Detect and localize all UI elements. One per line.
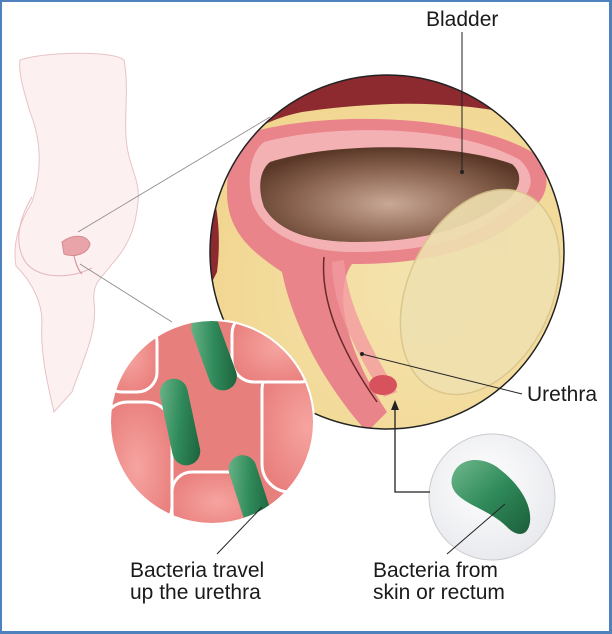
- label-urethra: Urethra: [527, 383, 598, 406]
- bacteria-cluster: [159, 320, 272, 524]
- label-bacteria-travel-line1: Bacteria travel: [130, 559, 265, 582]
- body-silhouette: [14, 52, 139, 414]
- label-bacteria-travel-line2: up the urethra: [130, 581, 261, 604]
- bacterium-icon: [451, 460, 531, 534]
- urethra-closeup: [109, 319, 315, 525]
- label-bacteria-travel: Bacteria travel up the urethra: [130, 560, 264, 604]
- single-bacterium-panel: [428, 433, 556, 561]
- leader-urethra: [361, 353, 523, 395]
- callout-line-bladder: [77, 116, 271, 233]
- label-bladder: Bladder: [426, 8, 499, 31]
- arrow-to-urethra: [394, 407, 430, 493]
- leader-bacteria-source: [446, 503, 506, 555]
- callout-line-urethra: [79, 263, 173, 323]
- label-bacteria-source-line1: Bacteria from: [373, 559, 498, 582]
- leader-bacteria-travel: [216, 506, 263, 555]
- label-bacteria-source-line2: skin or rectum: [373, 581, 505, 604]
- arrowhead-icon: [391, 400, 399, 410]
- label-bacteria-source: Bacteria from skin or rectum: [373, 560, 505, 604]
